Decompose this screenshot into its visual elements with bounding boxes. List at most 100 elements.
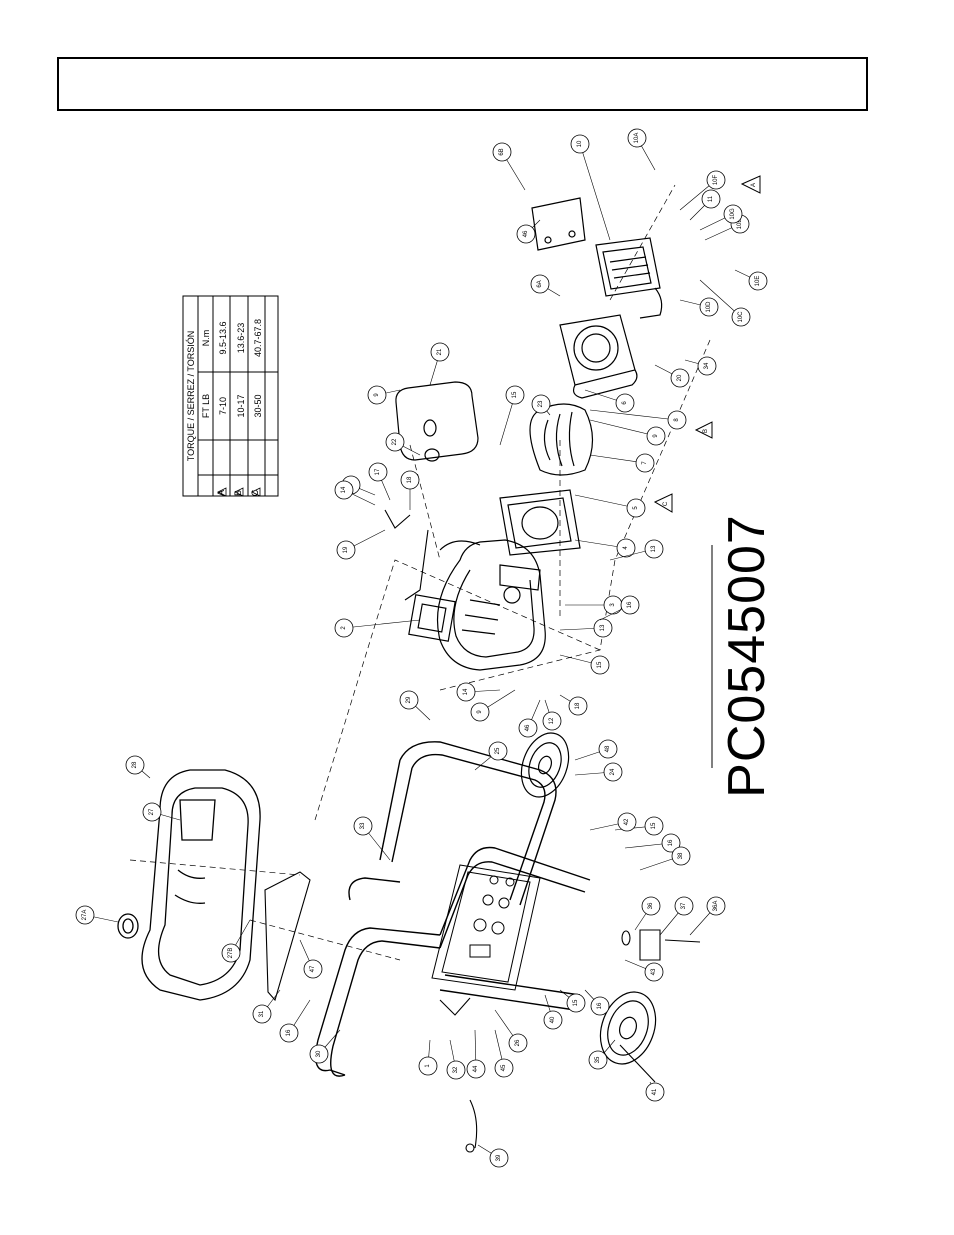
callout-16: 16 — [584, 989, 610, 1016]
torque-row-a-mark: A — [216, 490, 226, 496]
callout-label: 16 — [597, 1002, 603, 1009]
callout-circle — [492, 142, 512, 162]
callout-35: 35 — [588, 1039, 616, 1070]
torque-row-b-ftlb: 10-17 — [236, 394, 246, 417]
callout-circle — [399, 690, 419, 710]
callout-circle — [303, 959, 323, 979]
callout-15: 15 — [559, 654, 610, 675]
torque-row-c-nm: 40.7-67.8 — [253, 319, 263, 357]
callout-label: 21 — [437, 348, 443, 355]
callout-circle — [516, 224, 536, 244]
callout-circle — [598, 739, 618, 759]
callout-label: 28 — [132, 761, 138, 768]
callout-circle — [430, 342, 450, 362]
callout-45: 45 — [494, 1029, 514, 1078]
callout-circle — [635, 453, 655, 473]
callout-label: 15 — [573, 999, 579, 1006]
callout-circle — [309, 1044, 329, 1064]
callout-label: 14 — [463, 688, 469, 695]
callout-leader-line — [343, 619, 421, 629]
callout-circle — [646, 426, 666, 446]
callout-label: 30 — [316, 1050, 322, 1057]
callout-label: 16 — [627, 601, 633, 608]
callout-label: 18 — [407, 476, 413, 483]
callout-circle — [505, 385, 525, 405]
header-title-box — [57, 57, 868, 111]
callout-circle — [593, 618, 613, 638]
torque-row-b-nm: 13.6-23 — [236, 323, 246, 354]
callout-label: 37 — [681, 902, 687, 909]
callout-label: 19 — [343, 546, 349, 553]
callout-label: 27A — [82, 910, 88, 921]
callout-label: 10B — [737, 219, 743, 230]
callout-circle — [336, 540, 356, 560]
callout-leader-line — [579, 143, 611, 241]
callout-label: 5 — [633, 506, 639, 510]
callout-10c: 10C — [699, 279, 751, 327]
callout-label: 17 — [375, 468, 381, 475]
callout-circle — [368, 462, 388, 482]
callout-28: 28 — [125, 755, 151, 779]
callout-8: 8 — [589, 409, 687, 430]
callout-circle — [385, 432, 405, 452]
callout-9: 9 — [470, 689, 516, 722]
callout-label: 9 — [374, 393, 380, 397]
callout-17: 17 — [368, 462, 391, 501]
callout-circle — [568, 696, 588, 716]
callout-47: 47 — [299, 939, 323, 979]
muffler-drawing — [395, 381, 479, 462]
callout-circle — [142, 802, 162, 822]
callout-label: 10F — [713, 174, 719, 185]
callout-circle — [353, 816, 373, 836]
callout-label: 10G — [730, 208, 736, 220]
part-callouts: 1234566A6B7899991010A10B10C10D10E10F10G1… — [75, 128, 768, 1168]
callout-circle — [279, 1023, 299, 1043]
callout-leader-line — [574, 494, 637, 509]
callout-31: 31 — [252, 989, 281, 1024]
callout-label: 47 — [310, 965, 316, 972]
callout-label: 6A — [537, 280, 543, 287]
callout-30: 30 — [309, 1029, 341, 1064]
callout-19: 19 — [336, 529, 386, 560]
callout-15: 15 — [559, 989, 586, 1013]
callout-label: 10 — [577, 140, 583, 147]
callout-circle — [723, 204, 743, 224]
callout-label: 9 — [653, 434, 659, 438]
callout-20: 20 — [654, 364, 690, 388]
callout-label: 2 — [341, 626, 347, 630]
callout-3: 3 — [565, 595, 623, 615]
callout-37: 37 — [659, 896, 694, 936]
callout-18: 18 — [400, 470, 420, 510]
callout-10e: 10E — [734, 269, 768, 291]
callout-circle — [530, 274, 550, 294]
callout-circle — [731, 307, 751, 327]
callout-18: 18 — [559, 694, 588, 716]
callout-16: 16 — [599, 595, 640, 621]
torque-row-a-nm: 9.5-13.6 — [218, 321, 228, 354]
callout-1: 1 — [418, 1039, 438, 1076]
callout-circle — [644, 962, 664, 982]
callout-46: 46 — [518, 699, 541, 738]
callout-label: 45 — [501, 1064, 507, 1071]
callout-42: 42 — [589, 812, 637, 832]
callout-circle — [671, 846, 691, 866]
engine-drawing — [408, 539, 546, 671]
callout-circle — [588, 1050, 608, 1070]
callout-circle — [627, 128, 647, 148]
bracket-drawing — [531, 197, 586, 251]
control-box-drawing — [595, 237, 663, 319]
callout-label: 20 — [677, 374, 683, 381]
callout-label: 26 — [515, 1039, 521, 1046]
callout-label: 25 — [495, 747, 501, 754]
callout-10g: 10G — [699, 204, 743, 231]
callout-leader-line — [589, 419, 657, 437]
callout-33: 33 — [353, 816, 391, 861]
callout-34: 34 — [684, 356, 717, 376]
callout-label: 13 — [600, 624, 606, 631]
torque-row-a-ftlb: 7-10 — [218, 397, 228, 415]
warning-mark-b: B — [703, 429, 709, 433]
callout-circle — [590, 655, 610, 675]
callout-label: 12 — [549, 717, 555, 724]
callout-10: 10 — [570, 134, 611, 241]
callout-label: 27B — [228, 948, 234, 959]
